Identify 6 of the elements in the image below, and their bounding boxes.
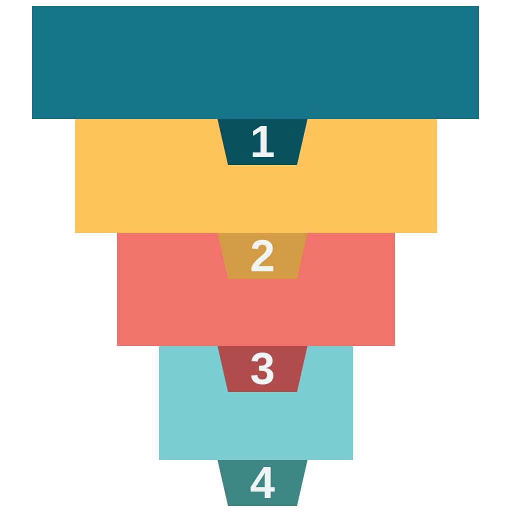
funnel-band xyxy=(32,6,479,119)
number-tab: 4 xyxy=(218,460,308,506)
number-tab: 2 xyxy=(218,233,308,279)
number-tab: 3 xyxy=(218,346,308,392)
number-tab: 1 xyxy=(218,119,308,165)
funnel-band xyxy=(75,119,437,233)
